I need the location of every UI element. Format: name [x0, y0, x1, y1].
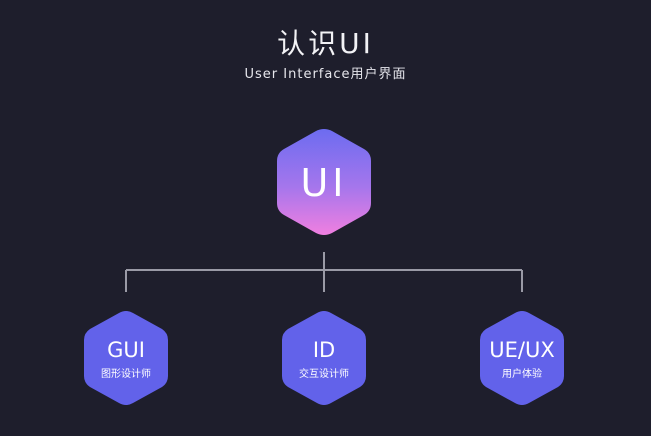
child-node-label: ID: [312, 338, 336, 362]
page-subtitle: User Interface用户界面: [244, 67, 407, 82]
root-hexagon-shape: [277, 129, 371, 235]
root-node-label: UI: [300, 161, 348, 205]
child-node-ue-ux: UE/UX 用户体验: [479, 310, 565, 406]
child-node-sublabel: 交互设计师: [299, 369, 349, 380]
child-hexagon-shape: [480, 311, 564, 405]
child-node-sublabel: 图形设计师: [101, 369, 151, 380]
child-hexagon-shape: [84, 311, 168, 405]
child-node-label: UE/UX: [489, 338, 555, 362]
root-node-ui: UI: [276, 128, 372, 236]
child-node-label: GUI: [107, 338, 145, 362]
child-hexagon-shape: [282, 311, 366, 405]
child-node-id: ID 交互设计师: [281, 310, 367, 406]
child-node-gui: GUI 图形设计师: [83, 310, 169, 406]
child-node-sublabel: 用户体验: [502, 369, 542, 380]
page-title: 认识UI: [277, 27, 374, 60]
